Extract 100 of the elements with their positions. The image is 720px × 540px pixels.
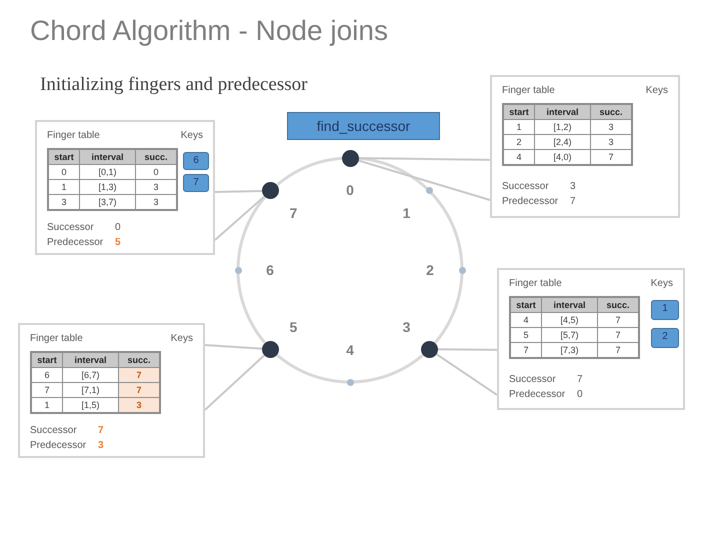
field-label: Successor: [47, 222, 94, 234]
table-header-cell: succ.: [591, 105, 631, 119]
finger-table: [30, 351, 161, 414]
field-label: Predecessor: [502, 196, 558, 208]
table-cell: 3: [119, 398, 159, 412]
table-cell: 7: [591, 150, 631, 164]
leader-line: [438, 348, 498, 351]
table-header-cell: start: [49, 150, 79, 164]
finger-table: [47, 148, 178, 211]
table-heading: Finger table: [509, 278, 562, 290]
key-tag: 1: [651, 300, 679, 320]
table-header-cell: interval: [542, 298, 597, 312]
callout-box: [18, 323, 205, 458]
table-cell: 1: [32, 398, 62, 412]
field-label: Predecessor: [47, 237, 104, 249]
table-header-cell: succ.: [136, 150, 176, 164]
table-cell: 0: [136, 165, 176, 179]
leader-line: [358, 159, 490, 201]
leader-line: [204, 354, 266, 411]
table-cell: [4,0): [535, 150, 590, 164]
keys-heading: Keys: [650, 278, 673, 290]
field-label: Successor: [502, 181, 549, 193]
table-cell: [1,3): [80, 180, 135, 194]
ring-node-dot: [420, 340, 438, 358]
node-id-label: 6: [266, 262, 274, 278]
table-cell: 7: [119, 368, 159, 382]
table-header-cell: interval: [535, 105, 590, 119]
table-cell: 3: [136, 180, 176, 194]
node-id-label: 3: [402, 318, 410, 335]
field-label: Predecessor: [509, 389, 566, 401]
field-value: 5: [115, 237, 121, 249]
table-cell: 3: [591, 135, 631, 149]
leader-line: [436, 353, 498, 396]
table-cell: [0,1): [80, 165, 135, 179]
table-cell: [1,5): [63, 398, 118, 412]
node-id-label: 1: [402, 205, 410, 222]
table-cell: 3: [591, 120, 631, 134]
field-value: 0: [577, 389, 583, 401]
table-cell: 4: [504, 150, 534, 164]
table-header-cell: succ.: [598, 298, 638, 312]
table-cell: 7: [598, 343, 638, 357]
leader-line: [358, 157, 490, 161]
subtitle: Initializing fingers and predecessor: [40, 74, 308, 96]
keys-heading: Keys: [646, 85, 668, 97]
leader-line: [204, 344, 262, 350]
field-value: 3: [98, 440, 104, 452]
key-tag: 2: [651, 328, 679, 348]
ring-position-dot: [426, 187, 433, 194]
field-value: 7: [577, 374, 583, 386]
table-cell: [7,1): [63, 383, 118, 397]
table-header-cell: start: [511, 298, 541, 312]
ring-position-dot: [346, 378, 354, 386]
node-id-label: 5: [290, 318, 298, 335]
field-label: Successor: [509, 374, 556, 386]
node-id-label: 0: [346, 182, 354, 198]
table-cell: 1: [49, 180, 79, 194]
table-cell: 3: [136, 195, 176, 209]
table-cell: [1,2): [535, 120, 590, 134]
key-tag: 6: [183, 152, 209, 170]
table-cell: [5,7): [542, 328, 597, 342]
ring-node-dot: [262, 182, 280, 200]
keys-heading: Keys: [170, 333, 193, 345]
field-label: Predecessor: [30, 440, 86, 452]
leader-line: [214, 190, 262, 193]
field-value: 0: [115, 222, 121, 234]
table-cell: [3,7): [80, 195, 135, 209]
table-header-cell: succ.: [119, 353, 159, 367]
table-cell: 7: [119, 383, 159, 397]
title: Chord Algorithm - Node joins: [30, 14, 388, 48]
node-id-label: 4: [346, 342, 354, 358]
table-cell: 0: [49, 165, 79, 179]
finger-table: [502, 103, 633, 166]
table-cell: [4,5): [542, 313, 597, 327]
node-id-label: 7: [290, 205, 298, 222]
callout-box: [497, 268, 685, 410]
table-cell: 6: [32, 368, 62, 382]
table-cell: 7: [598, 328, 638, 342]
ring-node-dot: [262, 340, 280, 358]
table-header-cell: start: [504, 105, 534, 119]
table-cell: 7: [598, 313, 638, 327]
field-value: 3: [570, 181, 576, 193]
key-tag: 7: [183, 174, 209, 192]
callout-box: [35, 120, 215, 255]
table-heading: Finger table: [30, 333, 83, 345]
table-cell: 5: [511, 328, 541, 342]
ring-node-dot: [342, 150, 358, 166]
table-cell: 4: [511, 313, 541, 327]
ring-position-dot: [458, 266, 466, 274]
field-label: Successor: [30, 425, 77, 437]
finger-table: [509, 296, 640, 359]
callout-box: [490, 75, 680, 218]
table-cell: [2,4): [535, 135, 590, 149]
table-cell: 7: [32, 383, 62, 397]
function-call-box: find_successor: [287, 112, 440, 140]
table-header-cell: interval: [63, 353, 118, 367]
field-value: 7: [570, 196, 576, 208]
table-cell: 2: [504, 135, 534, 149]
table-header-cell: start: [32, 353, 62, 367]
ring-position-dot: [234, 266, 242, 274]
table-heading: Finger table: [502, 85, 555, 97]
